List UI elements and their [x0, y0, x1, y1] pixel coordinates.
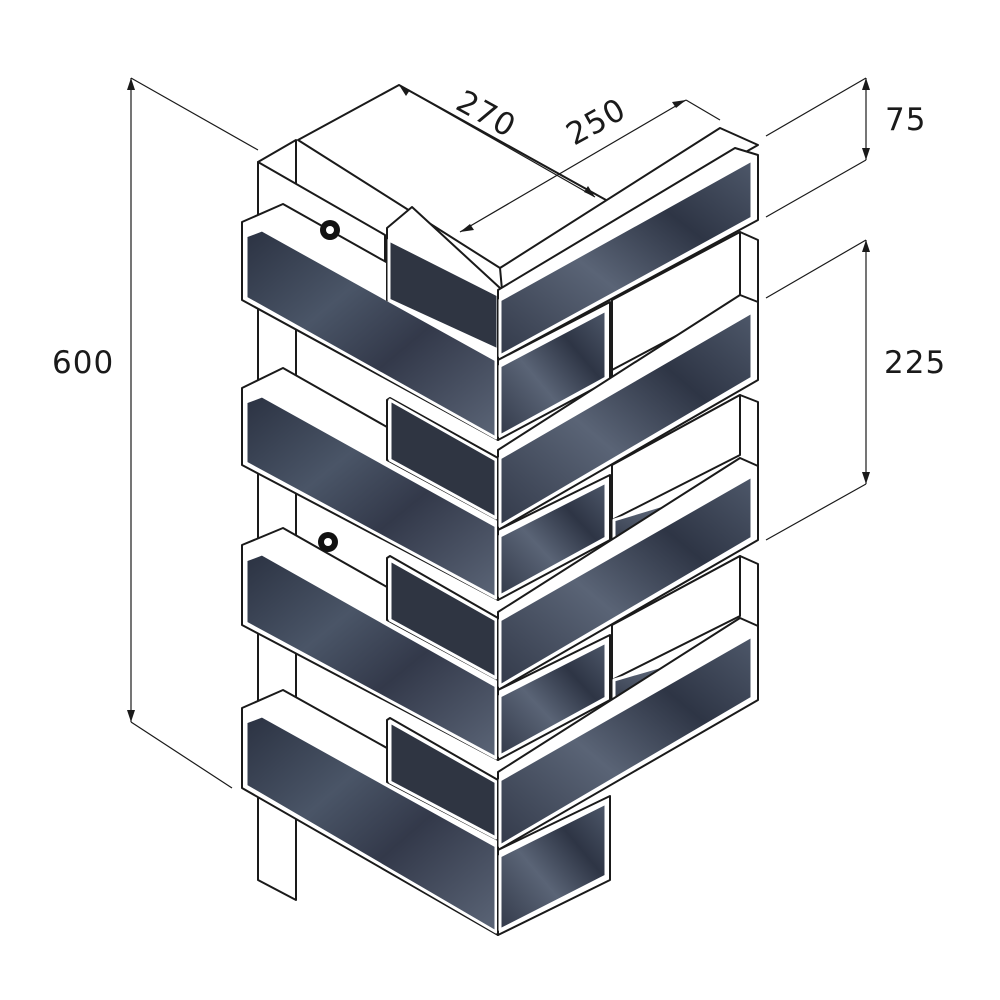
right-return-course-4 [497, 795, 611, 936]
dimension-course-height: 225 [765, 239, 946, 541]
brick-course-2 [241, 294, 759, 601]
right-brick-course-3 [497, 457, 759, 691]
brick-course-3 [241, 457, 759, 761]
corner-brick-course-1 [386, 206, 501, 352]
right-return-course-2 [497, 474, 611, 601]
dimension-total-height: 600 [52, 77, 259, 789]
right-width-label: 250 [560, 91, 632, 153]
fixing-hole-2 [318, 532, 338, 552]
total-height-label: 600 [52, 345, 114, 381]
corner-brick-course-2 [386, 397, 499, 521]
fixing-hole-1 [320, 220, 340, 240]
right-brick-course-1 [497, 147, 759, 361]
dimension-brick-height: 75 [765, 77, 926, 218]
corner-brick-course-3 [386, 555, 499, 681]
right-brick-course-4 [497, 617, 759, 851]
brick-course-1 [241, 147, 759, 441]
right-return-course-1 [497, 301, 611, 441]
brick-course-4 [241, 617, 759, 936]
right-brick-course-2 [497, 294, 759, 531]
brick-height-label: 75 [885, 102, 926, 138]
course-height-label: 225 [884, 345, 946, 381]
